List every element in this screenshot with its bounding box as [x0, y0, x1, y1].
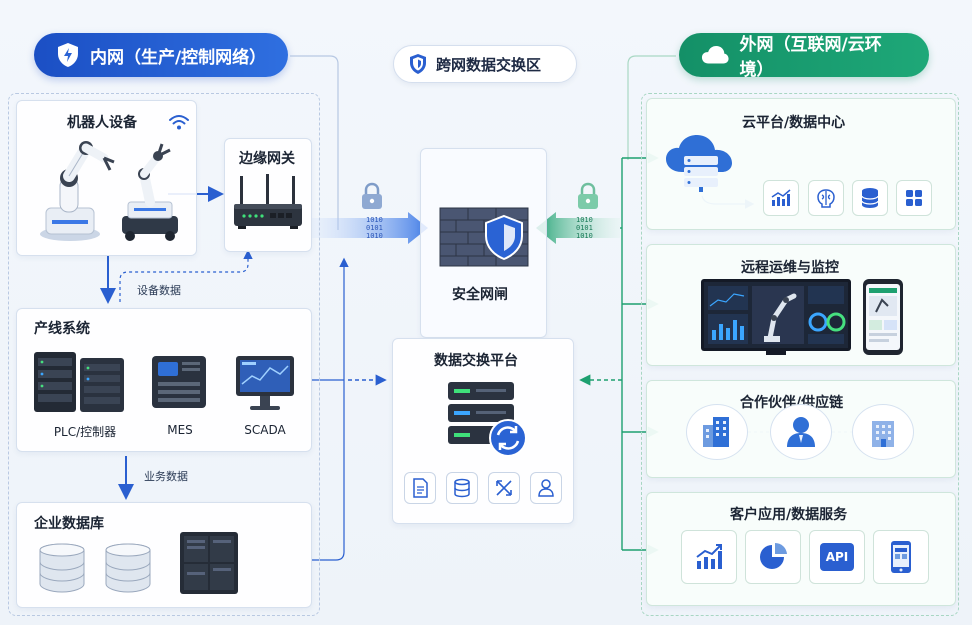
data-exchange-platform-title: 数据交换平台 — [434, 353, 518, 369]
user-icon[interactable] — [530, 472, 562, 504]
server-sync-icon — [448, 382, 527, 457]
binary-text: 0101 — [576, 224, 593, 232]
plc-label: PLC/控制器 — [53, 425, 117, 439]
partner-supply-chain-title: 合作伙伴/供应链 — [740, 395, 844, 411]
lock-icon — [578, 182, 598, 209]
binary-stream-right: 1010 0101 1010 — [576, 216, 593, 240]
apps-grid-icon[interactable] — [896, 180, 932, 216]
binary-text: 1010 — [576, 216, 593, 224]
security-gateway-title: 安全网闸 — [452, 287, 508, 303]
router-icon — [234, 174, 302, 229]
building-icon — [703, 417, 729, 447]
database-icon — [39, 543, 151, 593]
partner-supplier-node[interactable] — [852, 404, 914, 460]
binary-text: 1010 — [576, 232, 593, 240]
cloud-platform-title: 云平台/数据中心 — [742, 115, 846, 131]
device-data-label: 设备数据 — [137, 284, 181, 297]
inner-network-area — [8, 93, 320, 616]
smartphone-icon[interactable] — [873, 530, 929, 584]
scada-monitor-icon — [236, 356, 294, 410]
exchange-zone-badge: 跨网数据交换区 — [393, 45, 577, 83]
enterprise-database-title: 企业数据库 — [34, 516, 104, 532]
remote-ops-title: 远程运维与监控 — [741, 260, 839, 276]
monitoring-dashboard-icon — [701, 279, 851, 355]
analytics-icon[interactable] — [681, 530, 737, 584]
cloud-server-icon — [666, 135, 732, 192]
document-icon[interactable] — [404, 472, 436, 504]
scada-label: SCADA — [244, 423, 286, 437]
exchange-arrows-icon[interactable] — [488, 472, 520, 504]
lock-icon — [362, 182, 382, 209]
robot-title: 机器人设备 — [67, 115, 137, 131]
plc-controller-icon — [34, 352, 124, 412]
mes-server-icon — [152, 356, 206, 408]
binary-text: 1010 — [366, 216, 383, 224]
person-icon — [787, 417, 815, 447]
mes-label: MES — [167, 423, 193, 437]
database-icon[interactable] — [852, 180, 888, 216]
building-icon — [872, 421, 894, 447]
pie-chart-icon[interactable] — [745, 530, 801, 584]
wifi-icon — [169, 115, 189, 130]
ai-brain-icon[interactable] — [808, 180, 844, 216]
database-icon[interactable] — [446, 472, 478, 504]
mobile-app-icon — [863, 279, 903, 355]
inner-network-label: 内网（生产/控制网络） — [89, 47, 267, 68]
production-line-title: 产线系统 — [34, 321, 90, 337]
binary-text: 1010 — [366, 232, 383, 240]
partner-person-node[interactable] — [770, 404, 832, 460]
binary-stream-left: 1010 0101 1010 — [366, 216, 383, 240]
outer-network-badge: 外网（互联网/云环境） — [679, 33, 929, 80]
inner-network-badge: 内网（生产/控制网络） — [34, 33, 288, 77]
firewall-icon — [439, 207, 529, 267]
outer-network-area — [641, 93, 959, 616]
partner-company-node[interactable] — [686, 404, 748, 460]
shield-icon — [410, 54, 426, 74]
api-button[interactable]: API — [809, 530, 865, 584]
outer-network-label: 外网（互联网/云环境） — [739, 35, 882, 80]
robot-arm-icon — [40, 141, 178, 241]
client-apps-title: 客户应用/数据服务 — [730, 507, 848, 523]
binary-text: 0101 — [366, 224, 383, 232]
exchange-zone-label: 跨网数据交换区 — [436, 55, 542, 74]
business-data-label: 业务数据 — [144, 470, 188, 483]
chart-icon[interactable] — [763, 180, 799, 216]
shield-icon — [57, 43, 78, 67]
cloud-icon — [701, 45, 729, 64]
api-label: API — [820, 543, 854, 571]
server-rack-icon — [180, 532, 238, 594]
edge-gateway-title: 边缘网关 — [239, 151, 295, 167]
